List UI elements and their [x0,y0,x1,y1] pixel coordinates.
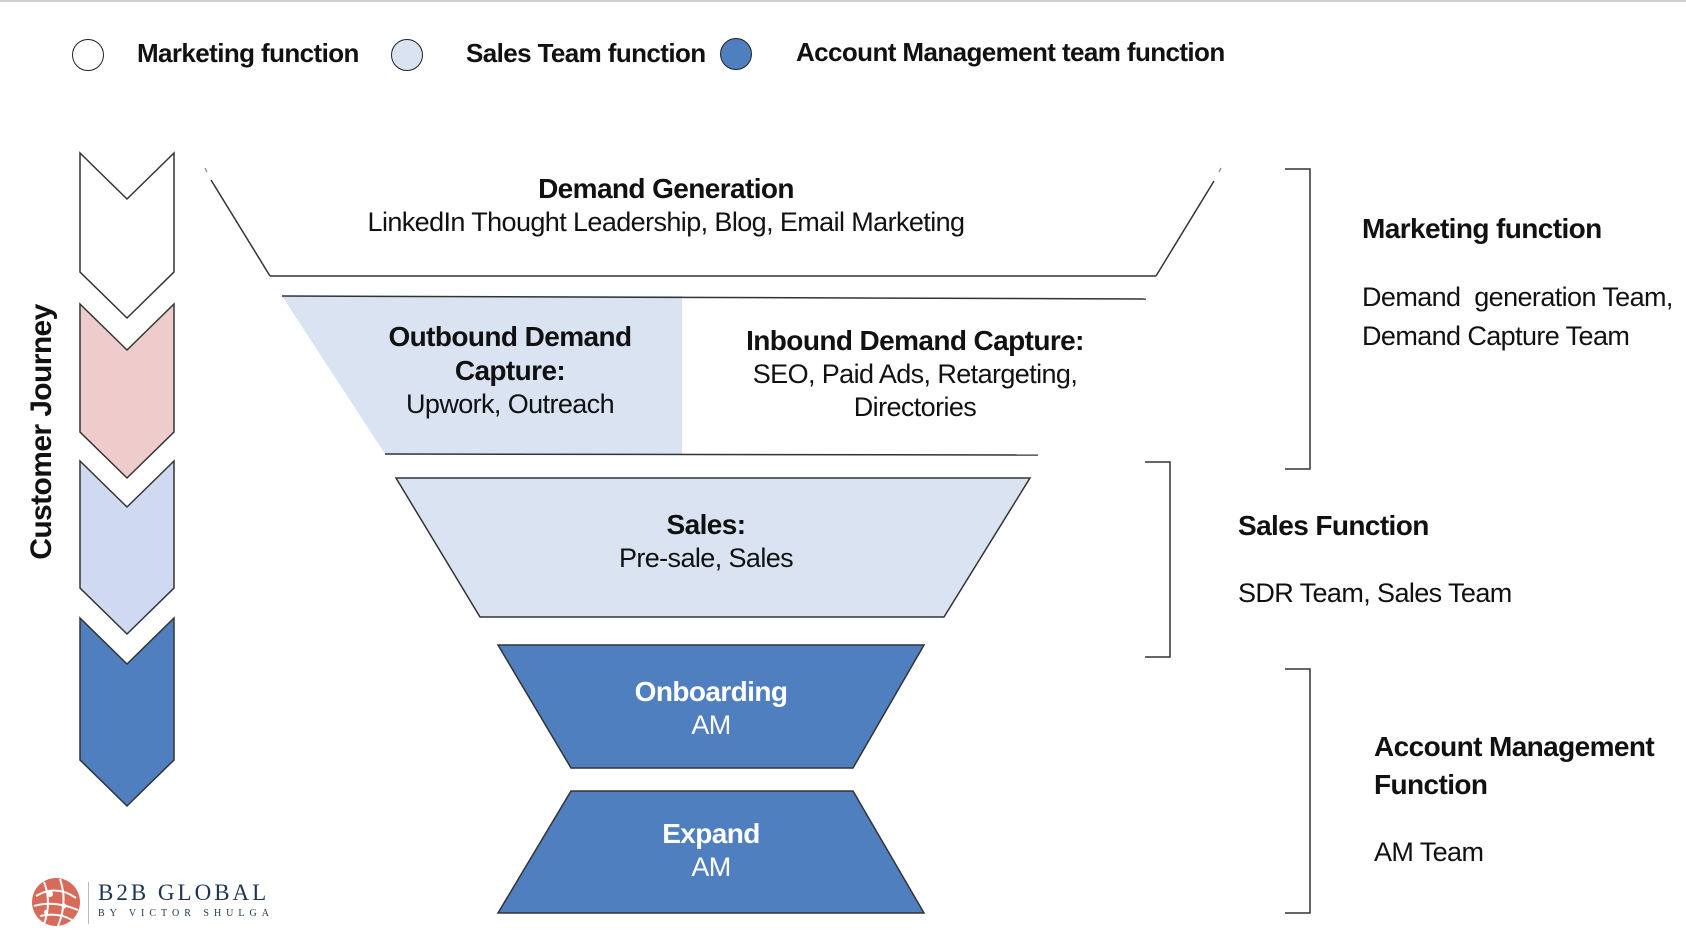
demand-generation-title: Demand Generation [538,173,794,204]
demand-generation-detail: LinkedIn Thought Leadership, Blog, Email… [367,207,965,238]
sales-detail: Pre-sale, Sales [618,543,794,574]
expand-detail: AM [691,852,731,883]
bracket-marketing [1285,168,1311,470]
sales-function-teams: SDR Team, Sales Team [1238,578,1512,608]
account-management-function-teams: AM Team [1374,837,1484,867]
b2b-global-logo: B2B GLOBAL BY VICTOR SHULGA [30,874,270,930]
onboarding-detail: AM [691,710,731,741]
inbound-title: Inbound Demand Capture: [746,325,1084,356]
journey-chevrons [79,151,175,808]
expand-title: Expand [662,818,760,849]
bracket-account-management [1285,668,1311,914]
outbound-title-line1: Outbound Demand [388,321,633,352]
outbound-detail: Upwork, Outreach [406,389,615,420]
legend-dot-account-management [720,38,752,70]
globe-logo-icon [32,878,80,927]
inbound-text: Inbound Demand Capture: SEO, Paid Ads, R… [720,324,1110,424]
logo-sub-text: BY VICTOR SHULGA [98,908,274,919]
inbound-detail-line2: Directories [853,392,977,423]
inbound-detail-line1: SEO, Paid Ads, Retargeting, [752,359,1078,390]
logo-divider [88,882,89,924]
journey-chevron-sales [79,459,175,636]
sales-shape [394,477,1032,618]
sales-function-title: Sales Function [1238,510,1429,541]
account-management-title-line1: Account Management [1374,731,1655,762]
marketing-function-line2: Demand Capture Team [1362,321,1630,352]
sales-title: Sales: [666,509,747,540]
legend-label-account-management: Account Management team function [796,37,1225,67]
demand-generation-text: Demand Generation LinkedIn Thought Leade… [366,172,966,239]
outbound-title-line2: Capture: [454,355,566,387]
legend-dot-marketing [72,39,104,71]
legend-dot-sales [391,39,423,71]
legend-label-sales: Sales Team function [466,38,706,68]
marketing-function-teams: Demand generation Team, Demand Capture T… [1362,278,1673,356]
account-management-title-line2: Function [1374,768,1488,800]
demand-capture-shape [281,295,1147,456]
marketing-function-line1: Demand generation Team, [1362,282,1673,312]
marketing-function-title: Marketing function [1362,213,1602,244]
journey-chevron-account [79,616,175,808]
expand-text: Expand AM [561,817,861,884]
onboarding-text: Onboarding AM [561,675,861,742]
account-management-function-title: Account Management Function [1374,728,1655,804]
logo-brand-text: B2B GLOBAL [98,880,270,905]
outbound-text: Outbound Demand Capture: Upwork, Outreac… [370,320,650,421]
sales-text: Sales: Pre-sale, Sales [556,508,856,575]
journey-chevron-marketing [79,151,175,320]
bracket-sales [1145,461,1171,658]
demand-generation-shape [204,167,1222,277]
onboarding-shape [496,644,926,769]
outbound-fill [282,296,682,454]
journey-chevron-capture [79,302,175,480]
onboarding-title: Onboarding [634,676,788,707]
expand-shape [496,790,926,914]
legend-label-marketing: Marketing function [137,38,359,68]
